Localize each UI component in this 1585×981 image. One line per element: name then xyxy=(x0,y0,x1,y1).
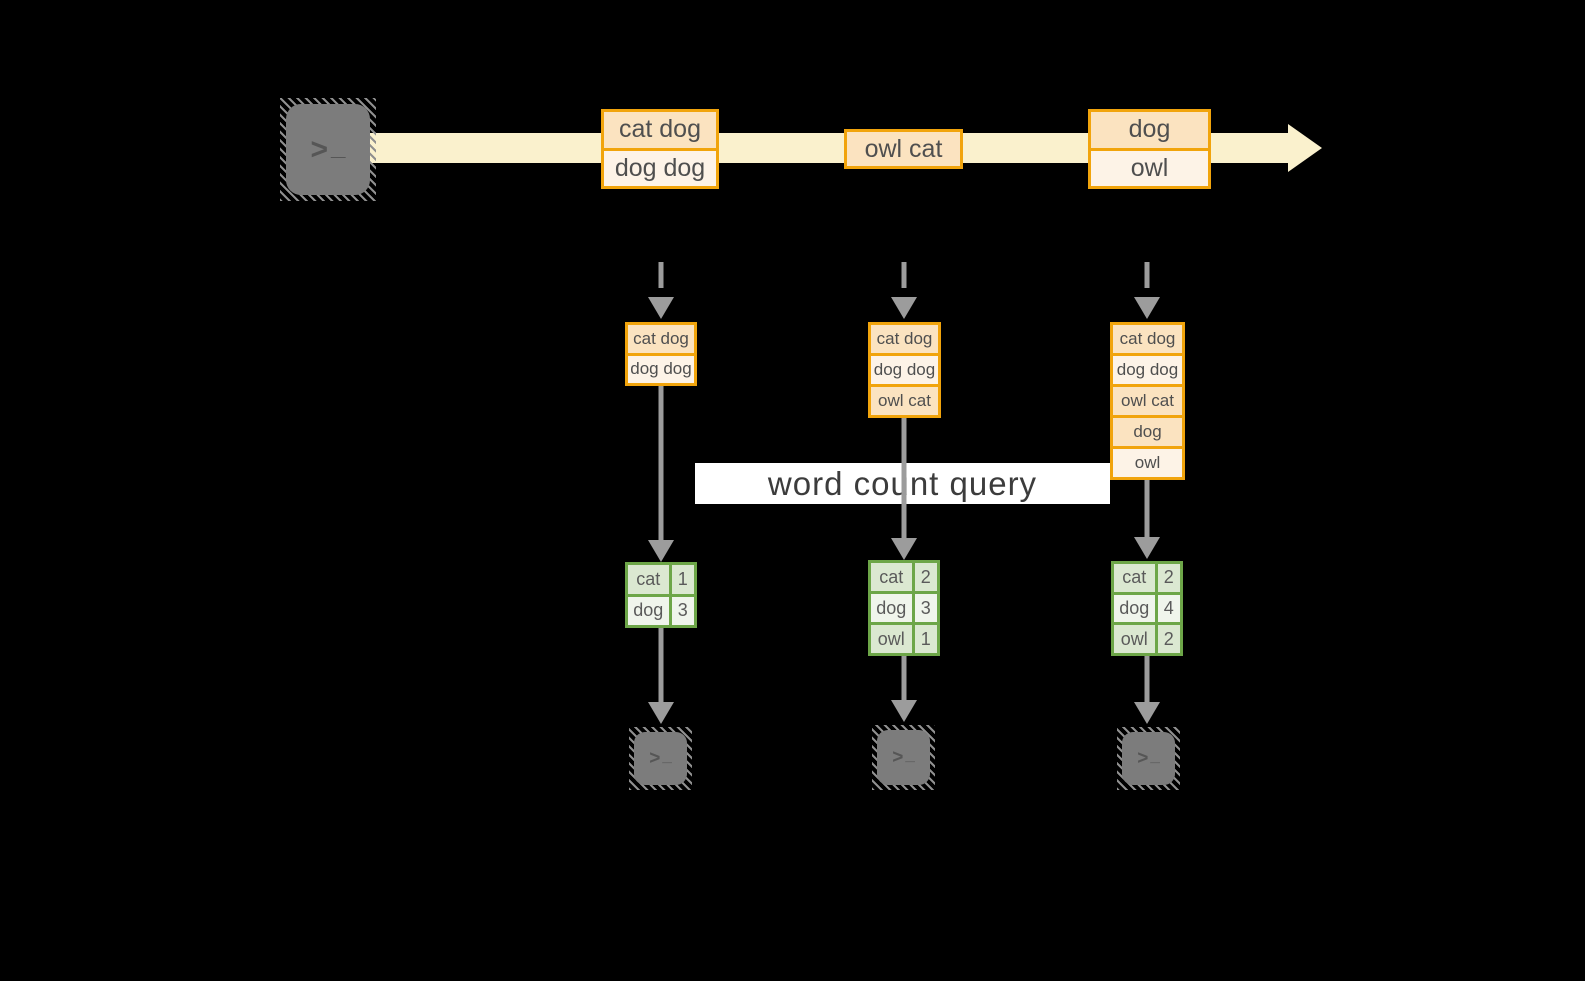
arrow-down xyxy=(1144,480,1150,537)
word-cell: dog xyxy=(871,594,912,622)
prompt-glyph: > xyxy=(649,748,661,769)
state-row: cat dog xyxy=(1113,325,1182,353)
word-cell: owl xyxy=(1114,625,1155,653)
count-cell: 2 xyxy=(1157,564,1180,592)
word-count-table: cat 2 dog 4 owl 2 xyxy=(1111,561,1183,656)
word-cell: owl xyxy=(871,625,912,653)
arrow-down xyxy=(901,656,907,700)
state-row: dog xyxy=(1113,415,1182,446)
state-box: cat dog dog dog xyxy=(625,322,697,386)
sink-terminal-icon: >_ xyxy=(872,725,935,790)
prompt-glyph: > xyxy=(1137,748,1149,769)
count-cell: 3 xyxy=(671,596,694,625)
dashed-arrow xyxy=(1144,262,1150,288)
state-row: owl cat xyxy=(1113,384,1182,415)
stream-arrow-head xyxy=(1288,124,1322,172)
stream-message-box: dog owl xyxy=(1088,109,1211,189)
state-row: dog dog xyxy=(628,352,694,383)
stream-message: dog xyxy=(1091,112,1208,148)
cursor-glyph: _ xyxy=(331,130,346,161)
word-cell: dog xyxy=(628,596,669,625)
prompt-glyph: > xyxy=(892,747,904,768)
count-cell: 3 xyxy=(914,594,937,622)
stream-message: dog dog xyxy=(604,147,716,186)
state-row: cat dog xyxy=(628,325,694,353)
word-cell: dog xyxy=(1114,594,1155,623)
state-row: cat dog xyxy=(871,325,938,353)
dashed-arrow xyxy=(658,262,664,288)
arrow-down-head xyxy=(1134,537,1160,559)
terminal-body: >_ xyxy=(1122,732,1175,785)
word-cell: cat xyxy=(871,563,912,591)
terminal-body: >_ xyxy=(286,104,370,195)
stream-message: cat dog xyxy=(604,112,716,148)
dashed-arrow-head xyxy=(648,297,674,319)
state-box: cat dog dog dog owl cat dog owl xyxy=(1110,322,1185,480)
dashed-arrow-head xyxy=(891,297,917,319)
state-row: owl cat xyxy=(871,384,938,415)
cursor-glyph: _ xyxy=(662,746,672,765)
arrow-down-head xyxy=(648,540,674,562)
sink-terminal-icon: >_ xyxy=(629,727,692,790)
arrow-down-head xyxy=(891,538,917,560)
word-cell: cat xyxy=(628,565,669,594)
state-row: dog dog xyxy=(871,353,938,384)
state-row: owl xyxy=(1113,446,1182,477)
terminal-body: >_ xyxy=(634,732,687,785)
count-cell: 2 xyxy=(914,563,937,591)
sink-terminal-icon: >_ xyxy=(1117,727,1180,790)
count-cell: 1 xyxy=(671,565,694,594)
dashed-arrow-head xyxy=(1134,297,1160,319)
cursor-glyph: _ xyxy=(905,745,915,764)
word-count-table: cat 1 dog 3 xyxy=(625,562,697,628)
prompt-glyph: > xyxy=(310,132,329,166)
stream-message: owl xyxy=(1091,147,1208,186)
arrow-down-head xyxy=(891,700,917,722)
stream-message-box: owl cat xyxy=(844,129,963,169)
word-cell: cat xyxy=(1114,564,1155,592)
arrow-down xyxy=(901,418,907,538)
word-count-table: cat 2 dog 3 owl 1 xyxy=(868,560,940,656)
source-terminal-icon: >_ xyxy=(280,98,376,201)
terminal-body: >_ xyxy=(877,730,930,785)
cursor-glyph: _ xyxy=(1150,746,1160,765)
stream-message-box: cat dog dog dog xyxy=(601,109,719,189)
arrow-down xyxy=(658,386,664,540)
dashed-arrow xyxy=(901,262,907,288)
arrow-down xyxy=(658,628,664,702)
state-box: cat dog dog dog owl cat xyxy=(868,322,941,418)
arrow-down xyxy=(1144,656,1150,702)
arrow-down-head xyxy=(648,702,674,724)
count-cell: 2 xyxy=(1157,625,1180,653)
count-cell: 4 xyxy=(1157,594,1180,623)
state-row: dog dog xyxy=(1113,353,1182,384)
arrow-down-head xyxy=(1134,702,1160,724)
stream-message: owl cat xyxy=(847,132,960,166)
count-cell: 1 xyxy=(914,625,937,653)
